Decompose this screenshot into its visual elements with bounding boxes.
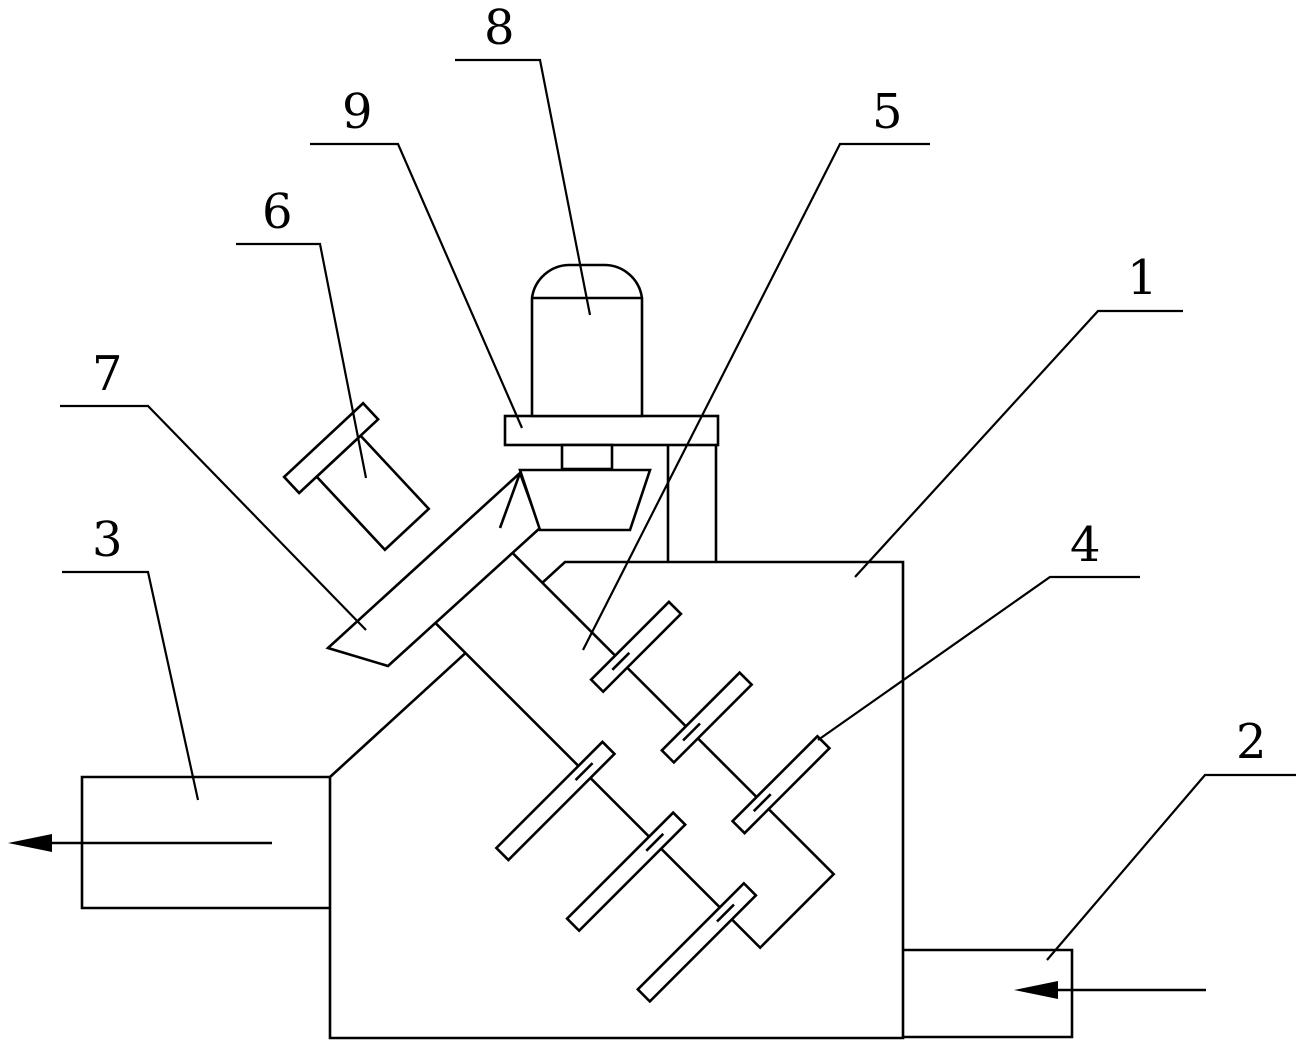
label-4: 4 (1070, 517, 1101, 573)
inlet-arrow-head (1014, 981, 1058, 999)
tick (611, 651, 631, 671)
rod (635, 881, 758, 1004)
coupling-cone (518, 468, 652, 532)
leader-1 (854, 309, 1183, 578)
tick (682, 722, 701, 742)
shaft-assembly (401, 515, 836, 1004)
leader-2 (1046, 773, 1296, 961)
leader-8 (455, 58, 592, 316)
rod (494, 740, 617, 862)
tick (716, 903, 735, 923)
leader-9 (310, 142, 524, 429)
label-7: 7 (92, 346, 123, 402)
label-6: 6 (262, 184, 293, 240)
label-1: 1 (1127, 250, 1158, 306)
rod (565, 810, 688, 933)
inlet-pipe (903, 948, 1074, 1039)
tick (574, 762, 594, 782)
label-3: 3 (92, 512, 123, 568)
sensor-probe-4 (730, 734, 832, 835)
motor-bracket-plate (503, 414, 720, 447)
tick (645, 832, 665, 852)
chute-inner (498, 472, 522, 529)
leader-4 (817, 575, 1140, 741)
label-5: 5 (872, 84, 903, 140)
leader-7 (60, 404, 367, 631)
label-9: 9 (342, 84, 373, 140)
tick (752, 793, 772, 813)
leader-5 (582, 142, 930, 651)
leader-3 (62, 570, 200, 801)
outlet-arrow-head (8, 834, 52, 852)
valve (282, 401, 431, 552)
label-2: 2 (1236, 714, 1267, 770)
label-8: 8 (484, 0, 515, 56)
leader-6 (236, 242, 368, 479)
coupling (560, 443, 614, 471)
motor (530, 263, 644, 418)
